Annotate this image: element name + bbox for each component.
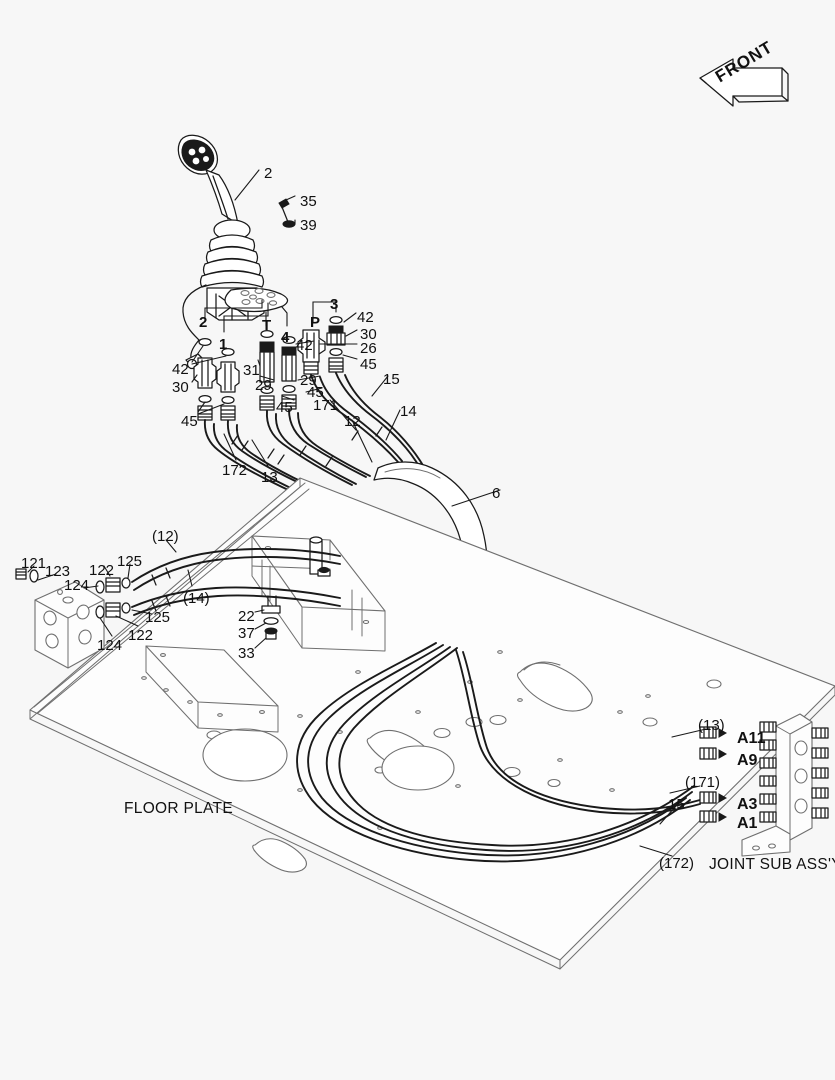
- port-label-4: 4: [281, 329, 290, 346]
- hose-end-fittings: [699, 726, 728, 823]
- port-label-2: 2: [199, 314, 208, 331]
- callout-125-lower: 125: [145, 609, 171, 626]
- bolt-35-washer-39: [278, 198, 296, 228]
- manifold-hardware: [15, 563, 153, 637]
- callout-30-left: 30: [172, 379, 189, 396]
- joint-port-label-a11: A11: [737, 730, 766, 747]
- callout-45-left: 45: [181, 413, 198, 430]
- callout-12-paren: (12): [152, 528, 179, 545]
- leader-lines-hoses: [165, 375, 501, 587]
- callout-171-upper: 171: [313, 397, 339, 414]
- callout-42-left: 42: [172, 361, 189, 378]
- callout-2-joystick: 2: [264, 165, 273, 182]
- callout-42-mid: 42: [296, 337, 313, 354]
- port-label-p: P: [310, 314, 321, 331]
- callout-45-far-right: 45: [360, 356, 377, 373]
- callout-15-lower: 15: [668, 796, 685, 813]
- callout-45-right2: 45: [307, 384, 324, 401]
- front-arrow-icon: [699, 58, 789, 107]
- callout-121: 121: [21, 555, 47, 572]
- callout-39: 39: [300, 217, 317, 234]
- callout-26: 26: [360, 340, 377, 357]
- callout-124-upper: 124: [64, 577, 90, 594]
- manifold-block: [34, 581, 105, 669]
- callout-33: 33: [238, 645, 255, 662]
- lower-hose-routing: [296, 642, 701, 863]
- callout-22: 22: [238, 608, 255, 625]
- callout-35: 35: [300, 193, 317, 210]
- port-label-3: 3: [330, 296, 339, 313]
- fitting-stack-group: [193, 315, 346, 421]
- joint-port-label-a3: A3: [737, 796, 758, 813]
- leader-lines-joystick: [234, 169, 296, 225]
- clamp-hardware: [254, 566, 331, 649]
- callout-124-lower: 124: [97, 637, 123, 654]
- joystick-assembly: [177, 134, 289, 370]
- callout-29-right: 29: [300, 372, 317, 389]
- caption-joint-sub-assy: JOINT SUB ASS'Y: [709, 856, 835, 873]
- floor-plate: [29, 477, 835, 970]
- callout-37: 37: [238, 625, 255, 642]
- callout-122-lower: 122: [128, 627, 154, 644]
- callout-30-right: 30: [360, 326, 377, 343]
- callout-31: 31: [243, 362, 260, 379]
- callout-29-left: 29: [255, 377, 272, 394]
- callout-13-upper: 13: [261, 469, 278, 486]
- callout-12: 12: [344, 413, 361, 430]
- mounting-gasket: [224, 287, 289, 313]
- port-leader-brackets: [204, 299, 337, 333]
- callout-14-upper: 14: [400, 403, 417, 420]
- leader-lines-lower-right: [639, 728, 707, 857]
- callout-14-paren: (14): [183, 590, 210, 607]
- callout-172-upper: 172: [222, 462, 248, 479]
- leader-lines-fittings: [191, 312, 358, 415]
- callout-123: 123: [45, 563, 71, 580]
- manifold-hose-bundle: [131, 547, 341, 616]
- callout-15-upper: 15: [383, 371, 400, 388]
- callout-172-paren: (172): [659, 855, 695, 872]
- channel-bracket-front: [145, 645, 279, 733]
- callout-42-top-right: 42: [357, 309, 374, 326]
- callout-171-paren: (171): [685, 774, 721, 791]
- port-label-t: T: [262, 317, 272, 334]
- caption-floor-plate: FLOOR PLATE: [124, 800, 233, 817]
- port-label-1: 1: [219, 336, 228, 353]
- callout-45-mid: 45: [276, 399, 293, 416]
- callout-125-upper: 125: [117, 553, 143, 570]
- callout-6: 6: [492, 485, 501, 502]
- joint-sub-assembly: [741, 713, 829, 857]
- callout-122-upper: 122: [89, 562, 115, 579]
- joint-port-label-a1: A1: [737, 815, 758, 832]
- callout-13-paren: (13): [698, 717, 725, 734]
- joint-port-label-a9: A9: [737, 752, 758, 769]
